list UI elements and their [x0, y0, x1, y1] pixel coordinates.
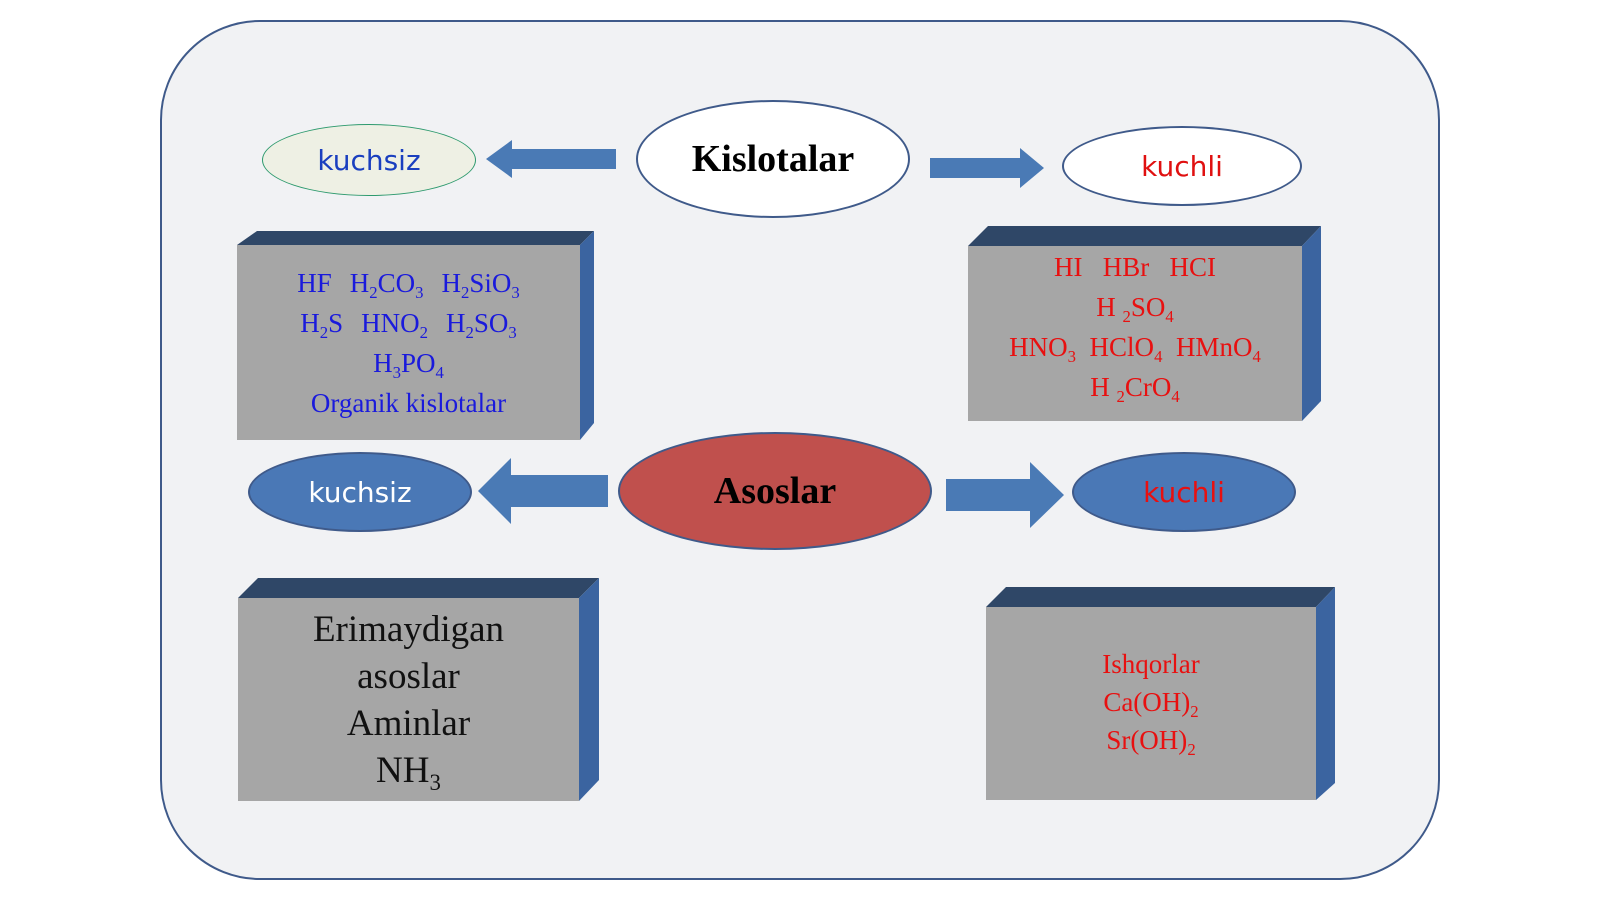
- formula-text: H: [441, 267, 462, 298]
- formula-text: HNO: [1009, 332, 1068, 362]
- formula-text: PO: [400, 347, 436, 378]
- bases-strong-ellipse: kuchli: [1072, 452, 1296, 532]
- acids-right-arrow: [930, 148, 1044, 188]
- formula-text: HI HBr HCI: [1054, 252, 1216, 282]
- acids-weak-ellipse: kuchsiz: [262, 124, 476, 196]
- formula-text: HClO: [1076, 332, 1155, 362]
- formula-text: Erimaydigan: [312, 609, 505, 650]
- bases-weak-label: kuchsiz: [308, 475, 412, 509]
- weak-base-line: NH3: [376, 747, 441, 794]
- formula-subscript: 4: [435, 362, 444, 382]
- formula-subscript: 4: [1154, 346, 1163, 366]
- formula-text: H: [349, 267, 370, 298]
- acids-title: Kislotalar: [691, 138, 855, 180]
- formula-subscript: 2: [1187, 739, 1196, 759]
- formula-text: Ishqorlar: [1102, 649, 1200, 679]
- formula-text: Sr(OH): [1106, 725, 1188, 755]
- weak-base-line: asoslar: [357, 653, 460, 700]
- formula-subscript: 2: [1190, 701, 1199, 721]
- formula-subscript: 2: [369, 282, 378, 302]
- bases-right-arrow: [946, 462, 1064, 528]
- acids-left-arrow: [486, 140, 616, 178]
- weak-acid-line: H3PO4: [373, 343, 444, 383]
- strong-base-line: Ishqorlar: [1102, 645, 1199, 683]
- bases-weak-ellipse: kuchsiz: [248, 452, 472, 532]
- formula-subscript: 2: [461, 282, 470, 302]
- formula-subscript: 4: [1165, 306, 1174, 326]
- formula-subscript: 3: [415, 282, 424, 302]
- strong-acid-line: HI HBr HCI: [1054, 247, 1216, 287]
- formula-text: H: [300, 307, 320, 338]
- bases-left-arrow: [478, 458, 608, 524]
- formula-subscript: 2: [465, 322, 474, 342]
- acids-weak-label: kuchsiz: [317, 143, 421, 177]
- weak-base-line: Aminlar: [347, 700, 470, 747]
- strong-acid-line: H 2CrO4: [1090, 367, 1180, 407]
- bases-title-ellipse: Asoslar: [618, 432, 932, 550]
- acids-strong-label: kuchli: [1141, 149, 1223, 183]
- strong-base-line: Sr(OH)2: [1106, 721, 1195, 759]
- formula-text: Organik kislotalar: [310, 387, 507, 418]
- formula-text: CrO: [1124, 372, 1172, 402]
- strong-acid-line: H 2SO4: [1096, 287, 1174, 327]
- acids-strong-ellipse: kuchli: [1062, 126, 1302, 206]
- formula-text: HF: [297, 267, 332, 298]
- formula-text: H: [1090, 372, 1117, 402]
- formula-text: H: [1096, 292, 1123, 322]
- weak-base-line: Erimaydigan: [313, 606, 504, 653]
- formula-subscript: 4: [1252, 346, 1261, 366]
- strong-base-line: Ca(OH)2: [1103, 683, 1198, 721]
- formula-text: Aminlar: [346, 703, 471, 744]
- formula-text: SiO: [469, 267, 512, 298]
- formula-text: H: [373, 347, 393, 378]
- formula-text: Ca(OH): [1103, 687, 1191, 717]
- formula-text: SO: [1130, 292, 1166, 322]
- formula-subscript: 3: [429, 770, 441, 796]
- bases-strong-label: kuchli: [1143, 475, 1225, 509]
- formula-subscript: 2: [1122, 306, 1131, 326]
- formula-text: S: [328, 307, 344, 338]
- formula-text: asoslar: [357, 656, 460, 697]
- formula-subscript: 3: [392, 362, 401, 382]
- formula-subscript: 4: [1171, 386, 1180, 406]
- formula-subscript: 3: [508, 322, 517, 342]
- formula-text: H: [446, 307, 466, 338]
- formula-text: NH: [376, 750, 430, 791]
- formula-subscript: 3: [511, 282, 520, 302]
- formula-text: HNO: [361, 307, 420, 338]
- formula-subscript: 2: [1116, 386, 1125, 406]
- formula-text: SO: [473, 307, 509, 338]
- formula-subscript: 3: [1067, 346, 1077, 366]
- formula-text: HMnO: [1162, 332, 1253, 362]
- formula-subscript: 2: [419, 322, 428, 342]
- formula-subscript: 2: [319, 322, 329, 342]
- formula-text: CO: [377, 267, 416, 298]
- bases-title: Asoslar: [713, 470, 837, 512]
- weak-acid-line: Organik kislotalar: [311, 383, 506, 423]
- acids-title-ellipse: Kislotalar: [636, 100, 910, 218]
- strong-acid-line: HNO3 HClO4 HMnO4: [1009, 327, 1261, 367]
